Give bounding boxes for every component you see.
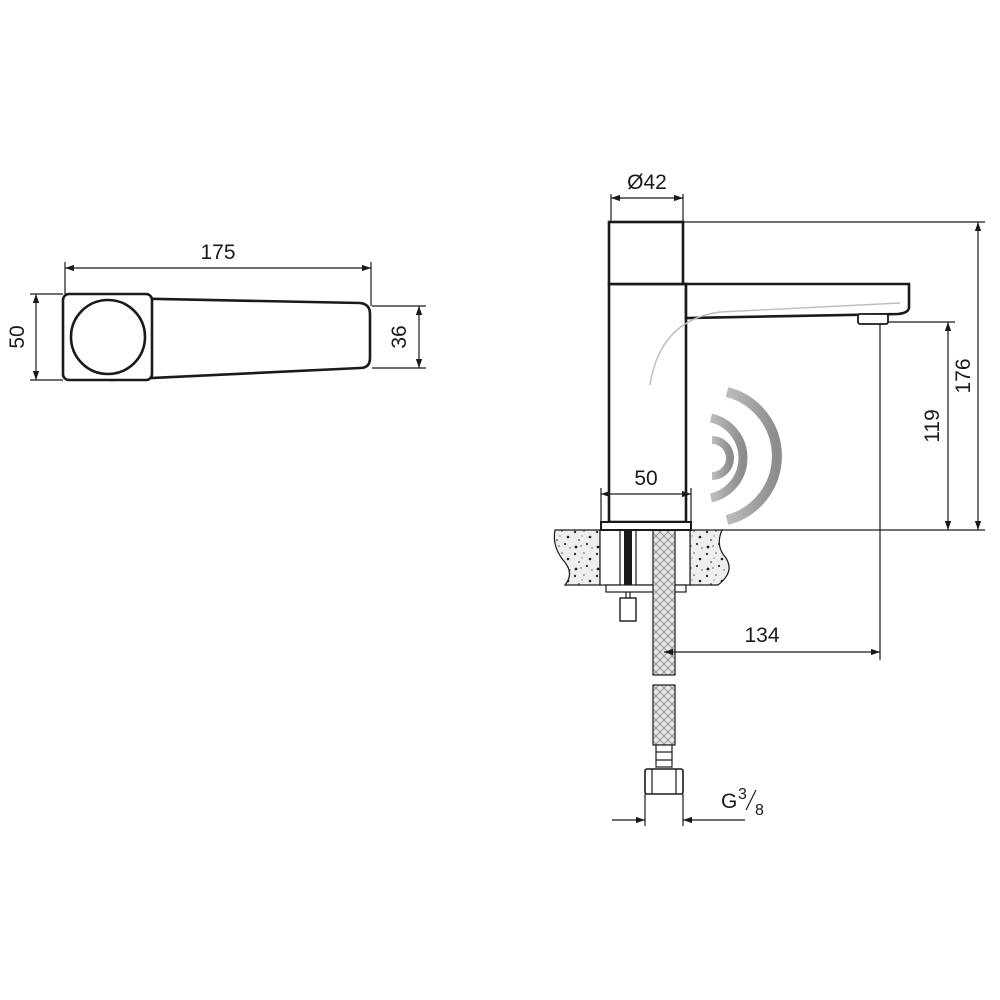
top-view-spout-outline — [109, 296, 372, 382]
dim-176-label: 176 — [952, 358, 975, 393]
hose-fitting-neck — [655, 744, 673, 768]
dim-g38-label: G 3 8 — [721, 786, 764, 819]
mounting-nut — [619, 597, 637, 622]
spout-aerator — [857, 313, 889, 325]
faucet-spout — [684, 282, 911, 320]
spout-contour-line — [649, 302, 901, 386]
dim-134-label: 134 — [744, 624, 779, 647]
faucet-base-flange — [600, 521, 692, 531]
countertop-hole — [599, 529, 691, 586]
hose-fitting-nut — [644, 768, 684, 795]
supply-hose-lower — [652, 684, 676, 746]
dim-50-top-label: 50 — [6, 325, 29, 348]
dim-119-label: 119 — [921, 409, 944, 442]
dim-d42-label: Ø42 — [627, 171, 667, 194]
faucet-top-cylinder — [607, 220, 685, 286]
dim-50-base-label: 50 — [634, 467, 657, 490]
countertop-section-right — [689, 529, 730, 586]
dim-175-label: 175 — [200, 241, 235, 264]
svg-text:3: 3 — [738, 786, 747, 803]
svg-text:8: 8 — [755, 802, 764, 819]
sensor-wave-icon — [709, 387, 782, 525]
top-view-body-circle — [69, 298, 147, 376]
countertop-section-left — [553, 529, 601, 586]
fixing-plate — [605, 584, 687, 593]
side-view: Ø42 50 134 119 176 G 3 8 — [553, 171, 985, 826]
top-view: 175 50 36 — [6, 241, 426, 382]
svg-text:G: G — [721, 790, 737, 813]
dim-36-label: 36 — [388, 325, 411, 348]
supply-hose-upper — [652, 529, 676, 676]
faucet-body — [607, 282, 688, 524]
